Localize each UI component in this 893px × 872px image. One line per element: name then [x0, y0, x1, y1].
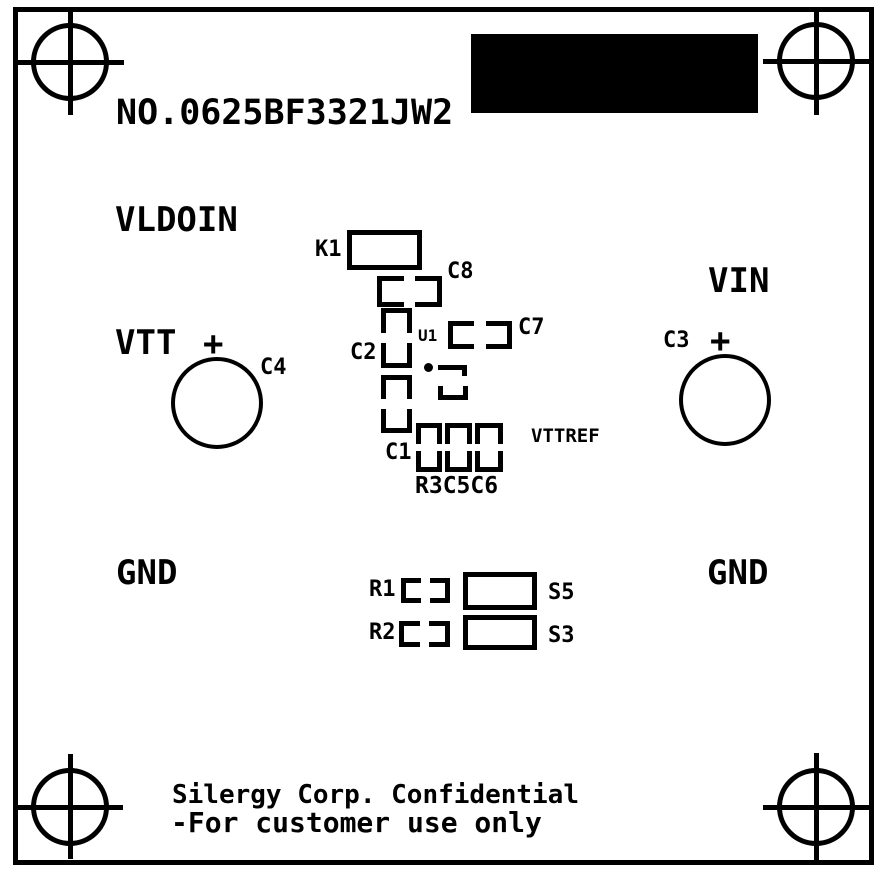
fiducial-crosshair-v [814, 753, 819, 860]
pad [445, 423, 472, 444]
fiducial-crosshair-v [814, 8, 819, 115]
u1-bottom-left-tick [438, 386, 443, 400]
designator-c2: C2 [350, 340, 377, 365]
u1-top-right-tick [462, 365, 467, 376]
designator-u1: U1 [418, 326, 438, 345]
pad [415, 276, 442, 307]
pad [445, 451, 472, 472]
pad [429, 578, 450, 603]
footprint-c5 [445, 423, 472, 472]
pad [485, 321, 512, 349]
pin1-dot-icon [424, 363, 433, 372]
fiducial-crosshair-v [68, 10, 73, 115]
board-number-label: NO.0625BF3321JW2 [116, 93, 454, 133]
net-label-vtt: VTT [115, 323, 177, 363]
designator-c7: C7 [518, 315, 545, 340]
u1-top-edge [438, 365, 467, 370]
pad [377, 276, 404, 307]
footprint-c7 [448, 321, 512, 349]
footprint-r3 [416, 423, 442, 472]
component-outline-c3 [679, 354, 771, 446]
designator-r1: R1 [369, 577, 396, 602]
designator-c3: C3 [663, 328, 690, 353]
pad [381, 342, 412, 368]
polarity-plus-c4: + [203, 324, 224, 364]
pad [475, 451, 503, 472]
footer-line2: -For customer use only [171, 806, 542, 839]
footer-line1: Silergy Corp. Confidential [172, 780, 579, 810]
pad [381, 308, 412, 334]
component-outline-k1 [347, 230, 422, 270]
net-label-vldoin: VLDOIN [115, 200, 238, 240]
component-outline-c4 [171, 357, 263, 449]
pad [401, 578, 422, 603]
net-label-gnd-right: GND [707, 553, 769, 593]
footprint-c1 [381, 375, 412, 433]
pad [399, 621, 420, 647]
u1-bottom-edge [438, 395, 468, 400]
footprint-r1 [401, 578, 450, 603]
footprint-r2 [399, 621, 450, 647]
designator-s5: S5 [548, 580, 575, 605]
component-outline-s5 [463, 572, 537, 610]
footprint-c8 [377, 276, 442, 307]
pad [381, 375, 412, 400]
component-outline-s3 [463, 615, 537, 650]
polarity-plus-c3: + [710, 321, 731, 361]
board-outline [13, 7, 874, 865]
u1-bottom-right-tick [463, 386, 468, 400]
footprint-c2 [381, 308, 412, 368]
pad [416, 451, 442, 472]
designator-c1: C1 [385, 440, 412, 465]
net-label-gnd-left: GND [116, 553, 178, 593]
pad [429, 621, 450, 647]
designator-r3c5c6: R3C5C6 [415, 473, 499, 499]
pad [381, 408, 412, 433]
pad [475, 423, 503, 444]
net-label-vttref: VTTREF [531, 425, 600, 447]
pad [416, 423, 442, 444]
designator-c8: C8 [447, 259, 474, 284]
designator-s3: S3 [548, 623, 575, 648]
label-blackout-block [471, 34, 758, 113]
fiducial-crosshair-v [68, 754, 73, 859]
designator-k1: K1 [315, 237, 342, 262]
designator-c4: C4 [260, 355, 287, 380]
net-label-vin: VIN [708, 261, 770, 301]
footprint-c6 [475, 423, 503, 472]
designator-r2: R2 [369, 620, 396, 645]
pad [448, 321, 475, 349]
